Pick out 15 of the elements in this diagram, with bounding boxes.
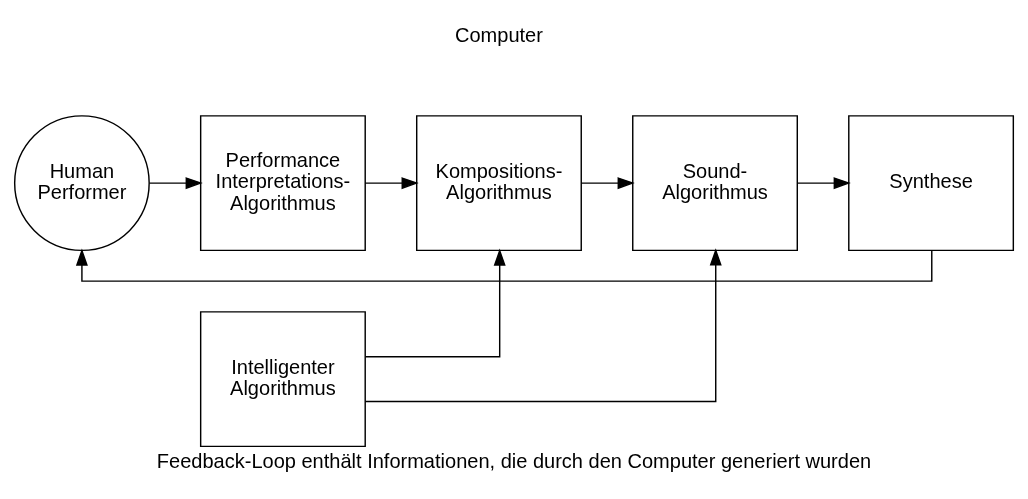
node-box: Sound-Algorithmus — [632, 114, 798, 251]
label: Computer — [455, 23, 543, 46]
node-box: Performance Interpretations-Algorithmus — [199, 114, 366, 251]
arrow — [364, 176, 419, 189]
arrow — [364, 247, 722, 402]
node-box: Intelligenter Algorithmus — [199, 310, 366, 447]
arrow — [75, 247, 933, 282]
caption: Feedback-Loop enthält Informationen, die durch den Computer generiert wurden — [156, 449, 872, 472]
arrow — [796, 176, 851, 189]
arrow — [580, 176, 635, 189]
node-box: Synthese — [848, 114, 1015, 251]
node-circle: Human Performer — [13, 114, 150, 251]
node-box: Kompositions-Algorithmus — [416, 114, 582, 251]
arrow — [148, 176, 203, 189]
arrow — [364, 248, 506, 357]
